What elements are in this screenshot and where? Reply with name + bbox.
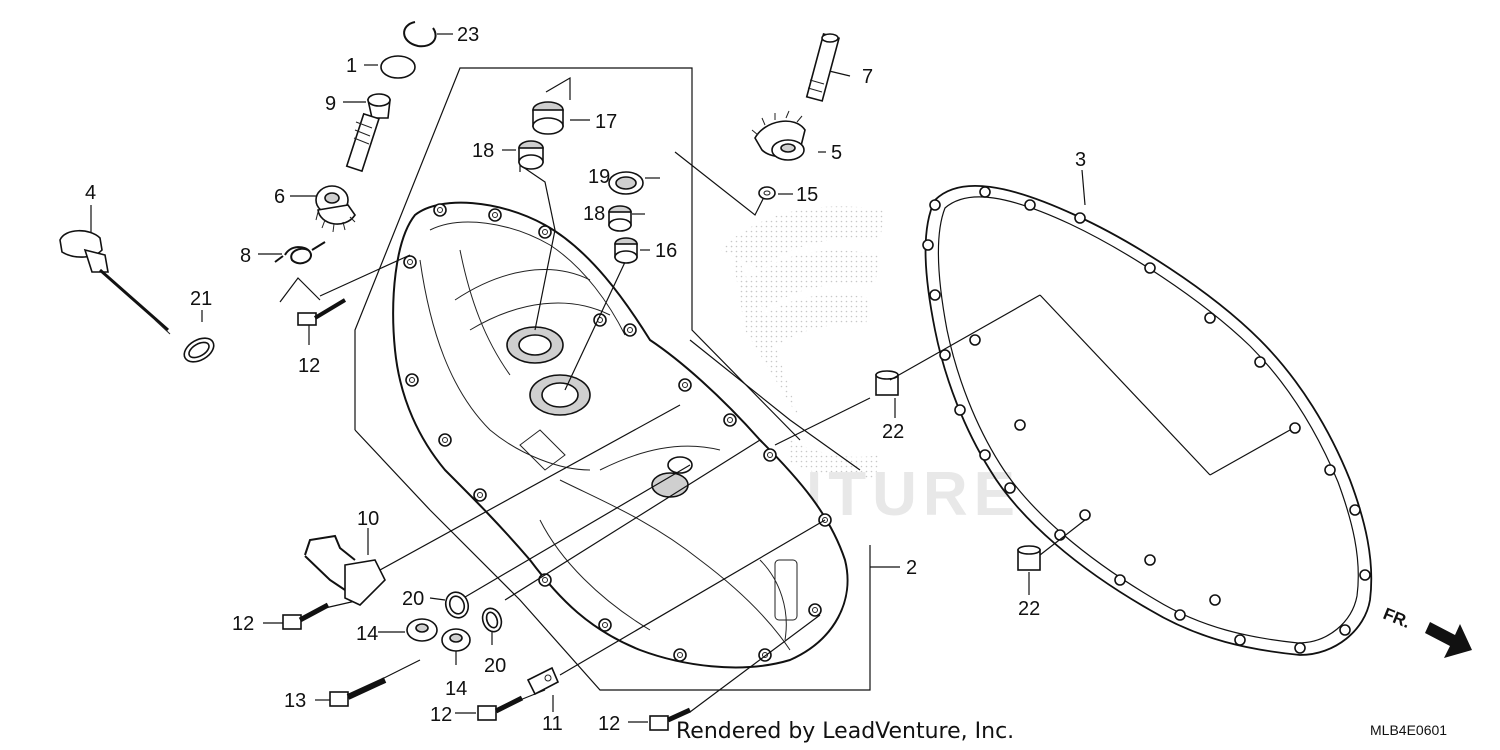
gasket-outline	[924, 184, 1373, 656]
callout-12-lower: 12	[430, 704, 452, 726]
part-13-bolt	[329, 677, 387, 707]
part-20-o-ring-b	[481, 607, 503, 633]
part-19-seal	[608, 171, 644, 195]
part-5-gear	[751, 110, 806, 161]
part-10-clamp	[304, 534, 386, 606]
cover-bolt-holes	[403, 203, 832, 662]
part-6-gear	[315, 185, 356, 233]
part-12-bolt-clamp	[282, 602, 330, 630]
callout-20-left: 20	[402, 588, 424, 610]
callout-14-left: 14	[356, 623, 378, 645]
part-14-plug-b	[441, 628, 471, 652]
part-16-bearing	[614, 237, 638, 264]
callout-18-upper: 18	[472, 140, 494, 162]
assembly-dashed-outlines	[354, 67, 871, 691]
part-23-circlip	[403, 21, 437, 48]
callout-5: 5	[831, 142, 842, 164]
callout-20-right: 20	[484, 655, 506, 677]
part-1-cap	[380, 55, 416, 79]
part-14-plug-a	[406, 618, 438, 642]
part-18-seal-lower	[608, 205, 632, 232]
front-direction-arrow	[1425, 622, 1472, 658]
callout-3: 3	[1075, 149, 1086, 171]
rendered-by-credit: Rendered by LeadVenture, Inc.	[676, 719, 1014, 744]
callout-11: 11	[542, 713, 563, 735]
part-17-seal	[532, 101, 564, 135]
direction-label: FR.	[1381, 604, 1414, 632]
part-7-shaft	[805, 33, 840, 102]
callout-22-upper: 22	[882, 421, 904, 443]
callout-7: 7	[862, 66, 873, 88]
dowel-pin-upper	[875, 370, 899, 396]
part-11-plate	[526, 666, 560, 696]
callout-23: 23	[457, 24, 479, 46]
callout-9: 9	[325, 93, 336, 115]
dowel-pin-lower	[1017, 545, 1041, 571]
callout-19: 19	[588, 166, 610, 188]
watermark-logo	[720, 206, 885, 481]
part-20-o-ring-a	[444, 591, 470, 619]
callout-15: 15	[796, 184, 818, 206]
callout-16: 16	[655, 240, 677, 262]
callout-8: 8	[240, 245, 251, 267]
leader-lines	[90, 33, 1291, 723]
part-4-dipstick	[59, 229, 171, 335]
part-21-o-ring	[183, 337, 215, 363]
callout-2: 2	[906, 557, 917, 579]
callout-12-clamp: 12	[232, 613, 254, 635]
part-12-bolt-bottom	[649, 707, 692, 731]
part-18-seal-upper	[518, 140, 544, 170]
callout-18-lower: 18	[583, 203, 605, 225]
callout-13: 13	[284, 690, 306, 712]
callout-22-lower: 22	[1018, 598, 1040, 620]
callout-21: 21	[190, 288, 212, 310]
callout-14-right: 14	[445, 678, 467, 700]
part-12-bolt	[297, 298, 347, 326]
callout-1: 1	[346, 55, 357, 77]
gasket-bolt-holes	[922, 186, 1371, 654]
diagram-code: MLB4E0601	[1370, 722, 1447, 738]
part-9-shaft	[345, 93, 391, 173]
right-crankcase-cover	[392, 201, 849, 669]
callout-4: 4	[85, 182, 96, 204]
part-12-bolt-lower	[477, 695, 524, 721]
callout-17: 17	[595, 111, 617, 133]
part-15-washer	[758, 186, 776, 200]
callout-12-upper: 12	[298, 355, 320, 377]
callout-6: 6	[274, 186, 285, 208]
part-8-spring	[274, 241, 326, 265]
callout-10: 10	[357, 508, 379, 530]
callout-12-bottom: 12	[598, 713, 620, 735]
